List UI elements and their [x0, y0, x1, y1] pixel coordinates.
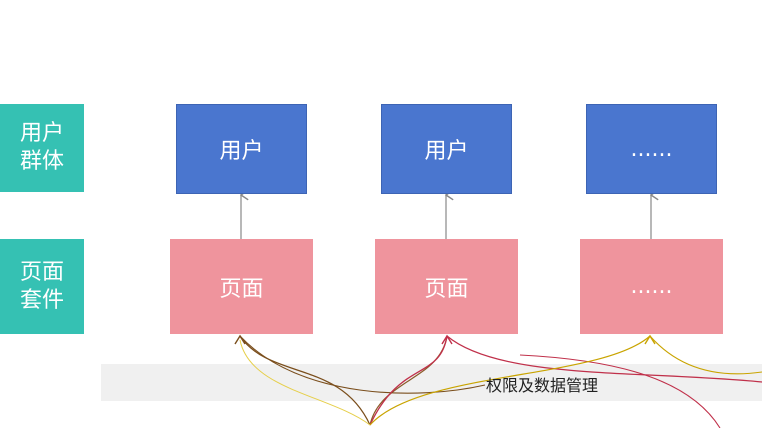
permission-data-band	[101, 364, 762, 401]
arrowhead-red	[441, 334, 453, 345]
row-label-user-group: 用户 群体	[0, 104, 84, 192]
user-box-3-label: ......	[630, 136, 673, 162]
user-box-1: 用户	[176, 104, 307, 194]
row-label-page-suite-text: 页面 套件	[19, 259, 64, 313]
curve-gold-2	[649, 335, 762, 375]
arrowhead-brown	[234, 334, 246, 345]
page-box-1-label: 页面	[219, 276, 264, 302]
curve-red-3	[519, 354, 721, 428]
user-box-2-label: 用户	[424, 139, 469, 164]
page-box-1: 页面	[170, 239, 313, 334]
user-box-3: ......	[586, 104, 717, 194]
row-label-page-suite: 页面 套件	[0, 239, 84, 334]
curve-gold-3	[239, 339, 371, 426]
curve-brown-2	[369, 335, 448, 426]
permission-data-label: 权限及数据管理	[486, 376, 599, 395]
arrowhead-gold	[644, 334, 656, 345]
curve-brown-3	[239, 335, 486, 394]
page-box-2-label: 页面	[424, 276, 469, 302]
page-box-2: 页面	[375, 239, 518, 334]
curve-gold-1	[369, 335, 651, 426]
curve-red-1	[369, 335, 448, 426]
page-box-3: ......	[580, 239, 723, 334]
user-box-1-label: 用户	[219, 139, 264, 164]
page-box-3-label: ......	[630, 274, 673, 299]
user-box-2: 用户	[381, 104, 512, 194]
curve-red-2	[446, 335, 762, 383]
row-label-user-group-text: 用户 群体	[19, 121, 64, 174]
curve-brown-1	[239, 335, 371, 426]
